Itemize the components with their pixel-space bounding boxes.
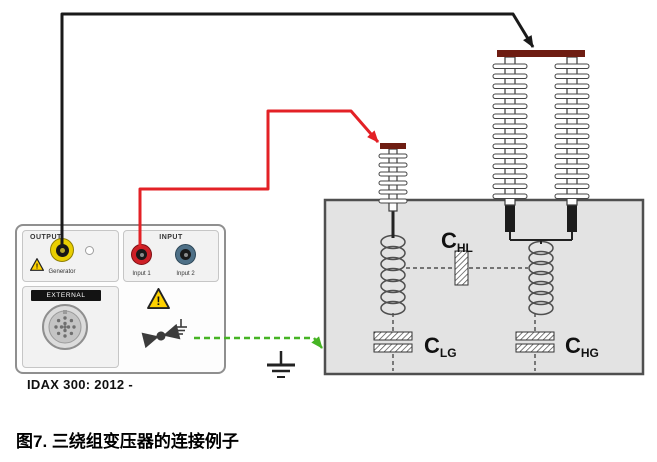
internal-dashed-links — [392, 267, 536, 371]
hv-busbar — [497, 50, 585, 57]
input2-connector-inner — [180, 249, 191, 260]
lv-winding-coil — [380, 234, 406, 316]
output-section: OUTPUT ! Generator — [22, 230, 119, 282]
ground-symbol — [267, 351, 295, 378]
cap-hg-symbol — [515, 331, 555, 353]
cap-lg-symbol — [373, 331, 413, 353]
external-section-label: EXTERNAL — [31, 290, 101, 301]
input-section: INPUT Input 1 Input 2 — [123, 230, 219, 282]
input1-connector-inner — [136, 249, 147, 260]
generator-connector-label: Generator — [48, 269, 76, 275]
cap-hl-symbol — [454, 250, 469, 286]
hv-internal-links — [509, 232, 573, 244]
instrument-model-label: IDAX 300: 2012 - — [27, 377, 133, 392]
warning-icon: ! — [30, 258, 44, 271]
idax-instrument-panel: OUTPUT ! Generator INPUT Input 1 Input 2 — [15, 224, 226, 374]
input-section-label: INPUT — [159, 234, 183, 241]
generator-connector — [50, 238, 74, 262]
input2-connector — [175, 244, 196, 265]
cap-lg-label: CLG — [424, 333, 457, 360]
safety-section: ! — [123, 286, 219, 368]
hv-bushing-2 — [554, 56, 590, 232]
external-round-connector — [42, 304, 88, 350]
transformer-tank — [323, 198, 645, 376]
svg-text:!: ! — [36, 262, 39, 271]
lv-bushing-terminal — [380, 143, 406, 149]
input2-label: Input 2 — [176, 271, 195, 277]
hv-winding-coil — [528, 240, 554, 316]
output-section-label: OUTPUT — [30, 234, 62, 241]
ground-glyph — [175, 319, 187, 335]
input1-label: Input 1 — [132, 271, 151, 277]
figure-caption: 图7. 三绕组变压器的连接例子 — [16, 432, 239, 451]
svg-text:!: ! — [156, 294, 160, 308]
ground-switch-icon — [141, 319, 187, 349]
black-output-cable — [60, 12, 535, 247]
cap-hg-label: CHG — [565, 333, 599, 360]
external-section: EXTERNAL — [22, 286, 119, 368]
lv-bushing — [378, 143, 408, 238]
generator-connector-inner — [55, 243, 69, 257]
indicator-dot — [85, 246, 94, 255]
hv-bushing-1 — [492, 56, 528, 232]
input1-connector — [131, 244, 152, 265]
cap-hl-label: CHL — [441, 228, 473, 255]
warning-icon: ! — [147, 288, 170, 309]
connector-pins — [54, 316, 76, 338]
